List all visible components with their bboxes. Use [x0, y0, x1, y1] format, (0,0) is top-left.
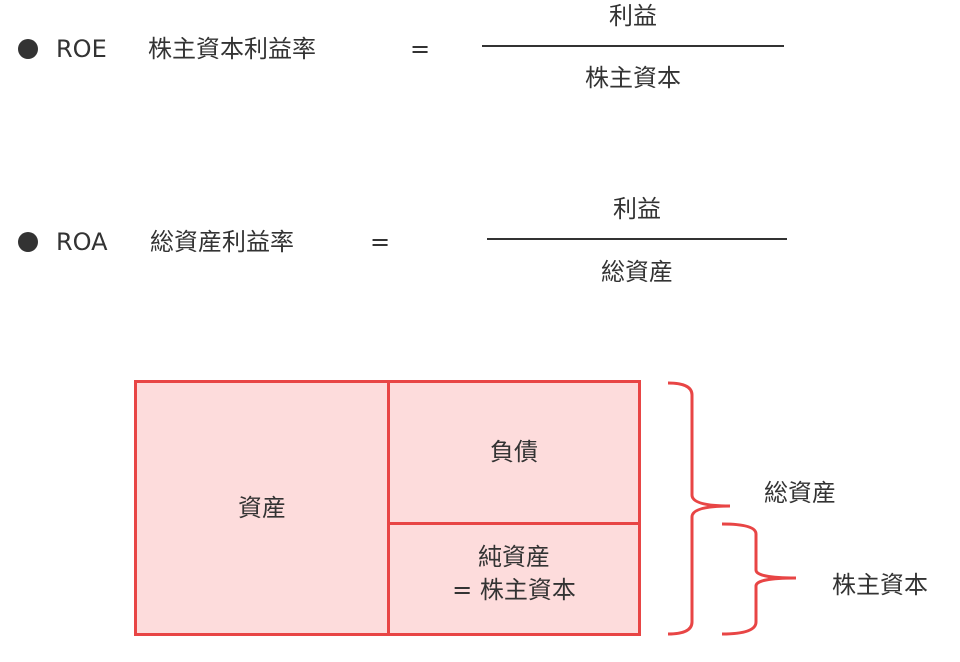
roe-abbr: ROE	[56, 35, 107, 63]
net-assets-label-line1: 純資産	[478, 543, 550, 571]
roa-denominator: 総資産	[601, 258, 673, 286]
roa-name: 総資産利益率	[150, 228, 294, 256]
assets-label: 資産	[238, 494, 286, 522]
net-assets-box	[387, 522, 641, 636]
roa-abbr: ROA	[56, 228, 108, 256]
roe-denominator: 株主資本	[585, 64, 681, 92]
roe-numerator: 利益	[609, 2, 657, 30]
bullet-icon	[18, 232, 38, 252]
roe-fraction-line	[482, 45, 784, 47]
liabilities-label: 負債	[490, 438, 538, 466]
roe-name: 株主資本利益率	[148, 35, 316, 63]
total-assets-brace-icon	[667, 381, 731, 636]
equity-label: 株主資本	[832, 571, 928, 599]
equity-brace-icon	[721, 522, 797, 636]
roa-numerator: 利益	[613, 195, 661, 223]
total-assets-label: 総資産	[764, 479, 836, 507]
roe-equals: =	[410, 35, 431, 63]
bullet-icon	[18, 39, 38, 59]
roa-fraction-line	[487, 238, 787, 240]
liabilities-box	[387, 380, 641, 525]
net-assets-label-line2: = 株主資本	[452, 576, 576, 604]
roa-equals: =	[370, 228, 391, 256]
